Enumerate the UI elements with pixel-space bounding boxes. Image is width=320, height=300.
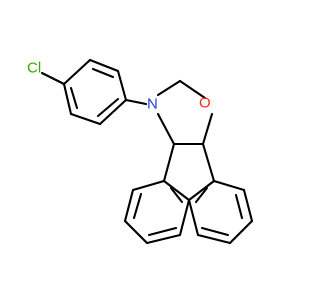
bond-ch2-o xyxy=(178,79,207,100)
bond-right-top-right xyxy=(212,179,246,192)
molecule-canvas: Cl N O xyxy=(27,58,254,245)
chlorine-label: Cl xyxy=(27,60,41,77)
bond-n-ch2 xyxy=(156,79,182,97)
bond-c4-c3 xyxy=(62,58,92,86)
bond-left-bottom xyxy=(123,219,149,245)
atom-labels: Cl N O xyxy=(27,60,211,113)
bond-right-bottom-left xyxy=(196,233,232,245)
bond-ar-right-center xyxy=(187,179,216,202)
bond-right-upper-side xyxy=(242,188,254,223)
bond-right-upper-side-inner xyxy=(234,193,244,220)
nitrogen-label: N xyxy=(147,96,158,113)
bond-left-top-left xyxy=(131,179,166,192)
bond-left-shared-inner xyxy=(169,186,184,204)
bond-c8b-ar-right xyxy=(201,142,216,183)
oxygen-label: O xyxy=(199,95,211,112)
bond-right-bottom-left-inner xyxy=(200,226,230,237)
bond-n-c8a xyxy=(156,112,176,146)
bond-c3-c2-inner xyxy=(91,67,115,79)
bond-c5-c4-inner xyxy=(69,86,79,110)
bond-c3-c2 xyxy=(88,58,120,73)
bond-c4-cl xyxy=(40,71,66,86)
bond-c8a-ar-left xyxy=(162,142,176,183)
bond-c5-c4 xyxy=(62,82,73,116)
bond-c1-c6 xyxy=(98,98,128,126)
bond-ar-left-center xyxy=(162,179,191,202)
bond-c2-c1 xyxy=(116,69,128,102)
bond-left-bottom-right-inner xyxy=(147,226,178,237)
bond-left-upper-side-inner xyxy=(132,192,143,220)
bond-right-shared xyxy=(187,198,200,237)
bond-o-c8b xyxy=(201,112,214,146)
bond-right-bottom xyxy=(228,219,254,245)
bond-c1-c6-inner xyxy=(96,97,120,118)
bond-lines xyxy=(40,58,254,245)
chemical-structure-diagram: Cl N O xyxy=(27,58,254,245)
bond-left-bottom-right xyxy=(145,233,182,245)
bond-c6-c5 xyxy=(69,112,102,126)
bond-c1-n xyxy=(124,98,148,106)
bond-left-upper-side xyxy=(123,188,135,223)
bond-right-shared-inner xyxy=(194,186,209,204)
bond-left-shared xyxy=(178,198,191,237)
